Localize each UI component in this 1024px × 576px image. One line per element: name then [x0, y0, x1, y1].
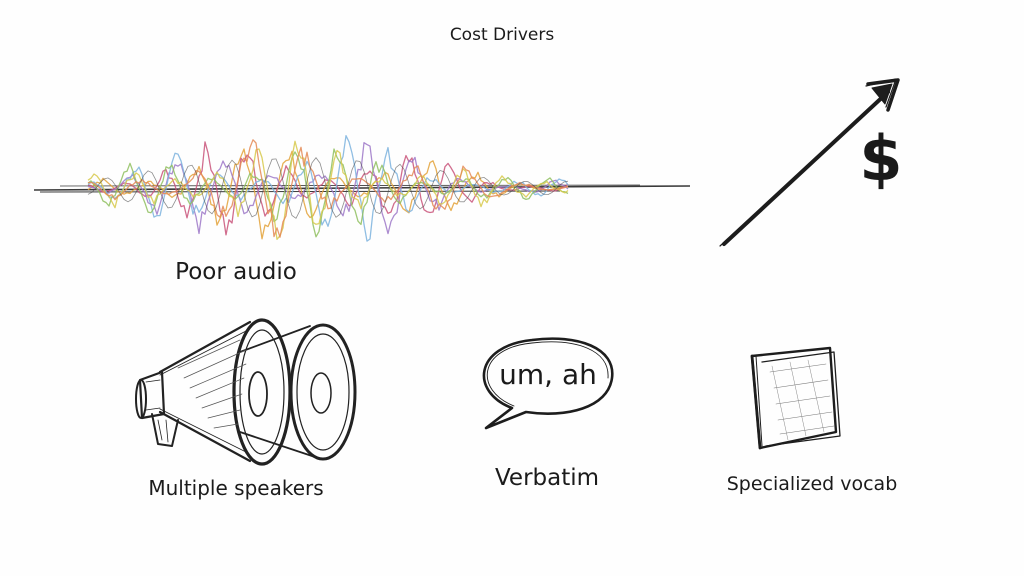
megaphone-icon — [135, 318, 357, 466]
waveform-outline — [87, 157, 569, 219]
speech-bubble-icon — [482, 337, 614, 430]
waveform-baseline — [33, 185, 691, 191]
book-icon — [750, 346, 841, 450]
waveform-icon — [33, 135, 691, 242]
dollar-icon: $ — [859, 122, 903, 195]
waveform-trace — [87, 135, 569, 242]
waveform-trace — [87, 139, 569, 238]
diagram-title: Cost Drivers — [449, 25, 555, 45]
label-verbatim: Verbatim — [494, 465, 600, 491]
waveform-baseline — [59, 184, 641, 187]
label-poor-audio: Poor audio — [175, 259, 297, 285]
bubble-text: um, ah — [499, 358, 597, 391]
label-specialized-vocab: Specialized vocab — [726, 473, 898, 495]
waveform-trace — [87, 140, 569, 241]
rising-arrow-icon — [719, 78, 900, 247]
label-multiple-speakers: Multiple speakers — [148, 476, 324, 500]
